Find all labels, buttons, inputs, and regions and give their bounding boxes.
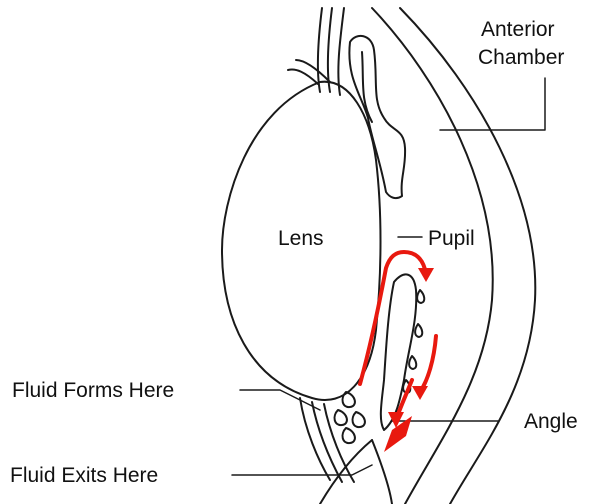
label-pupil: Pupil: [428, 227, 475, 250]
fluid-flow-path-right: [420, 336, 436, 392]
sclera-lower-right: [372, 440, 392, 504]
sclera-lower-left: [320, 440, 372, 504]
label-anterior-chamber-line1: Anterior: [481, 18, 555, 41]
fluid-forms-leader: [240, 390, 320, 410]
droplet-1: [417, 290, 424, 303]
anterior-chamber-leader: [440, 78, 545, 130]
fluid-exits-leader: [232, 465, 372, 475]
label-anterior-chamber-line2: Chamber: [478, 46, 564, 69]
zonule-top-1: [288, 70, 318, 84]
ciliary-strand-3: [338, 8, 344, 95]
droplet-2: [415, 324, 422, 337]
cornea-inner-outline: [372, 8, 493, 504]
label-lens: Lens: [278, 227, 324, 250]
ciliary-bubble-4: [343, 428, 355, 443]
flow-arrowhead-right: [412, 386, 428, 400]
droplet-3: [409, 356, 416, 369]
label-fluid-forms: Fluid Forms Here: [12, 379, 174, 402]
flow-arrowhead-pupil: [418, 268, 434, 282]
lower-iris: [381, 274, 416, 430]
label-fluid-exits: Fluid Exits Here: [10, 464, 158, 487]
upper-iris-fold: [362, 52, 372, 122]
ciliary-bubble-1: [343, 392, 355, 407]
ciliary-strand-1: [318, 8, 322, 92]
ciliary-bubble-2: [335, 410, 347, 425]
label-angle: Angle: [524, 410, 578, 433]
ciliary-bubble-3: [353, 412, 365, 427]
cornea-outer-outline: [400, 8, 535, 504]
